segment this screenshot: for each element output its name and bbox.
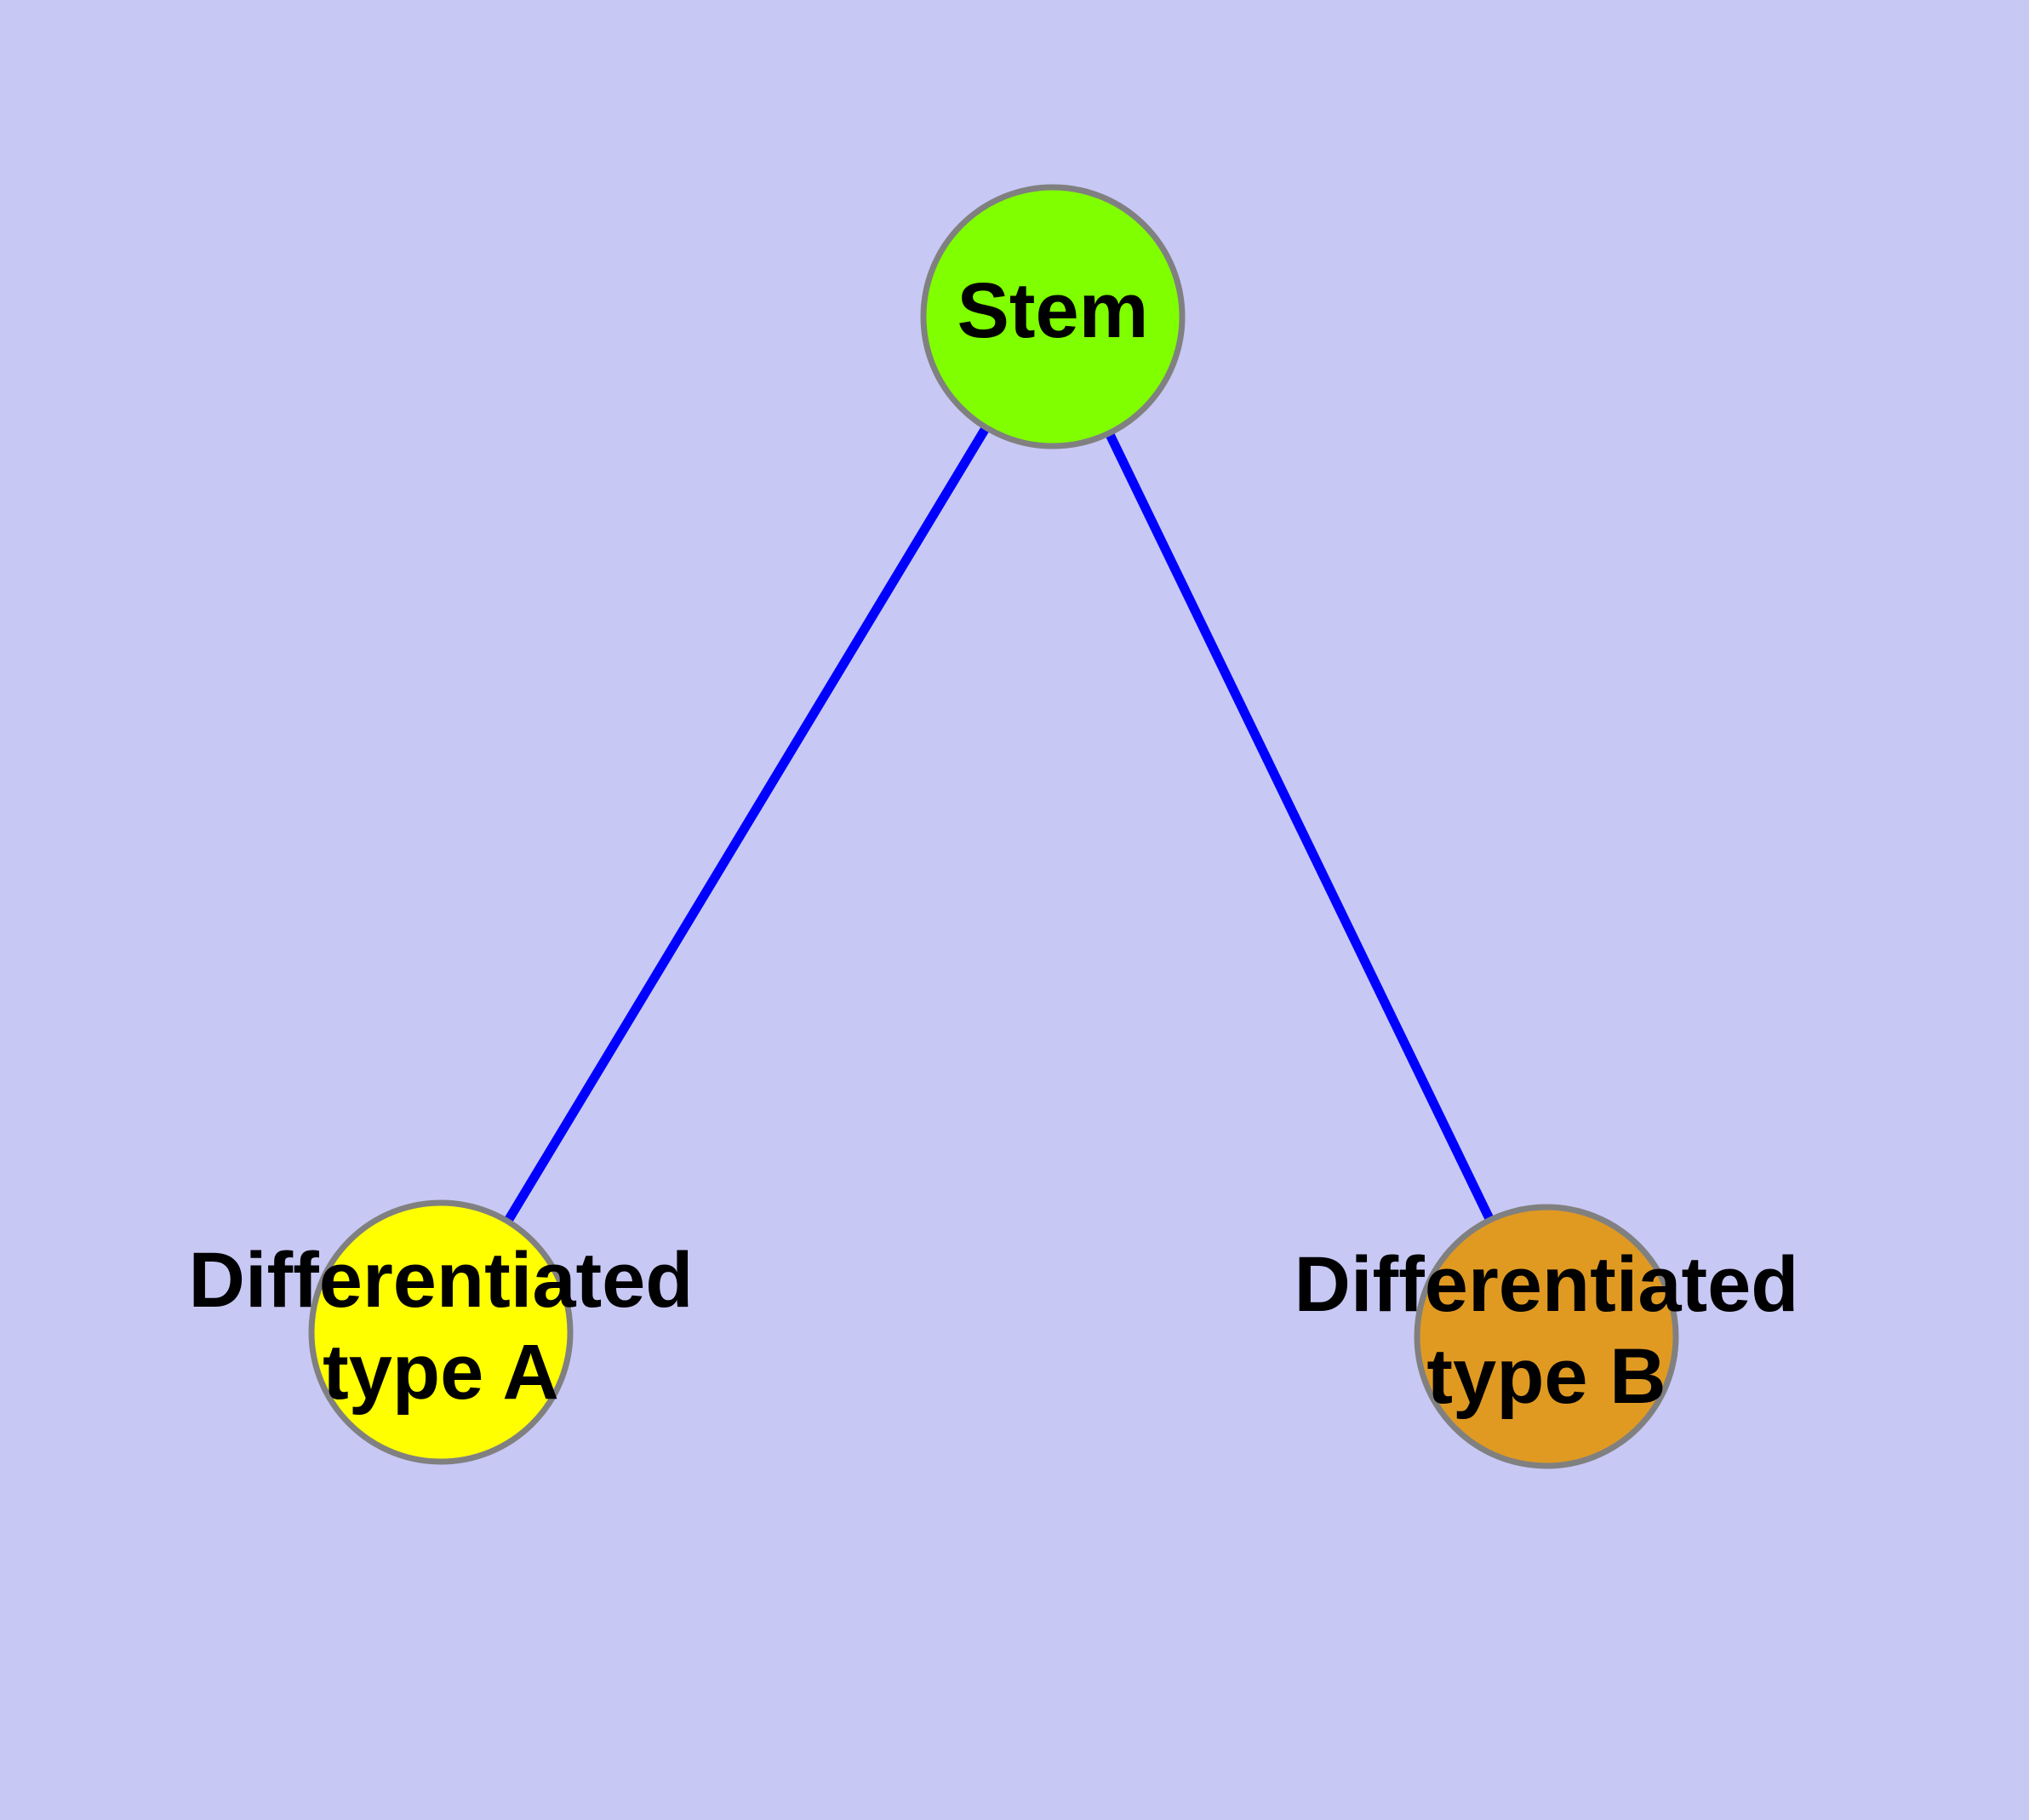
node-layer bbox=[308, 184, 1679, 1469]
graph-node-label-stem: Stem bbox=[957, 267, 1149, 354]
graph-node-label-line: Differentiated bbox=[1295, 1241, 1799, 1328]
graph-node-diff_a[interactable] bbox=[308, 1199, 574, 1465]
graph-node-stem[interactable] bbox=[920, 184, 1186, 449]
graph-node-label-line: type B bbox=[1426, 1333, 1666, 1420]
edge-layer bbox=[437, 314, 1551, 1339]
graph-node-label-line: Differentiated bbox=[189, 1237, 694, 1324]
graph-node-label-line: type A bbox=[323, 1329, 559, 1416]
graph-node-label-line: Stem bbox=[957, 267, 1149, 354]
graph-node-diff_b[interactable] bbox=[1414, 1204, 1679, 1469]
graph-edge-stem-to-diff-a[interactable] bbox=[437, 314, 1057, 1335]
graph-edge-stem-to-diff-b[interactable] bbox=[1049, 314, 1551, 1339]
